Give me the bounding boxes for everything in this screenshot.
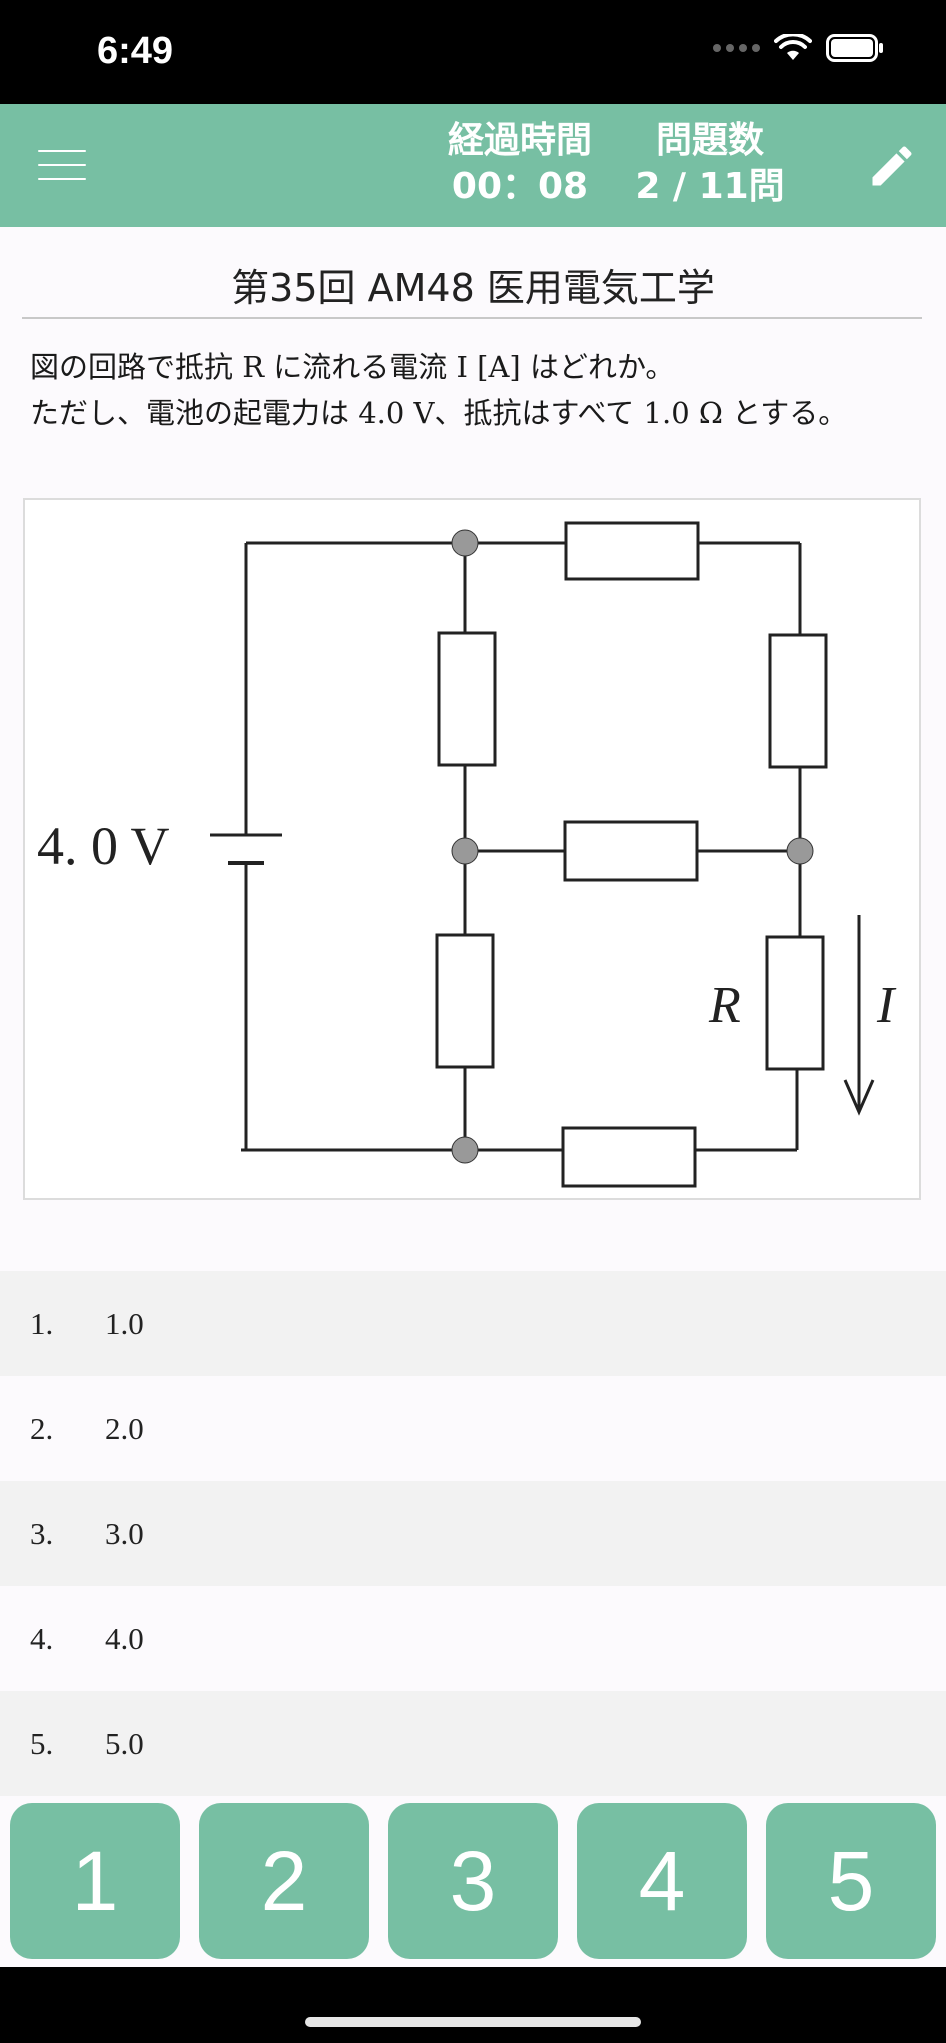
elapsed-time: 経過時間 00：08 bbox=[420, 118, 620, 210]
home-bar-area bbox=[0, 1967, 946, 2043]
choice-text: 1.0 bbox=[105, 1305, 144, 1341]
question-title: 第35回 AM48 医用電気工学 bbox=[231, 266, 715, 310]
circuit-diagram bbox=[210, 521, 875, 1188]
title-divider bbox=[22, 317, 922, 319]
elapsed-time-label: 経過時間 bbox=[447, 120, 592, 161]
status-time: 6:49 bbox=[97, 30, 174, 72]
wifi-icon bbox=[774, 34, 812, 60]
choice-text: 5.0 bbox=[105, 1725, 144, 1761]
battery-icon bbox=[826, 34, 883, 62]
cellular-signal-icon bbox=[713, 44, 760, 52]
question-line-2: ただし、電池の起電力は 4.0 V、抵抗はすべて 1.0 Ω とする。 bbox=[30, 396, 848, 430]
resistor-r-label: R bbox=[709, 977, 741, 1034]
answer-button-3[interactable]: 3 bbox=[388, 1803, 558, 1959]
choice-number: 3. bbox=[30, 1515, 54, 1551]
choice-text: 2.0 bbox=[105, 1410, 144, 1446]
choice-text: 4.0 bbox=[105, 1620, 144, 1656]
question-text: 図の回路で抵抗 R に流れる電流 I [A] はどれか。 ただし、電池の起電力は… bbox=[30, 344, 930, 436]
choice-text: 3.0 bbox=[105, 1515, 144, 1551]
menu-icon[interactable] bbox=[38, 144, 86, 186]
question-count-label: 問題数 bbox=[655, 120, 764, 161]
status-bar: 6:49 bbox=[0, 0, 946, 104]
app-header: 経過時間 00：08 問題数 2 / 11問 bbox=[0, 104, 946, 227]
battery-voltage-label: 4. 0 V bbox=[37, 816, 170, 876]
question-count-value: 2 / 11問 bbox=[635, 166, 785, 207]
pencil-icon[interactable] bbox=[866, 140, 918, 192]
question-count: 問題数 2 / 11問 bbox=[620, 118, 800, 210]
choice-number: 4. bbox=[30, 1620, 54, 1656]
answer-bar: 1 2 3 4 5 bbox=[0, 1797, 946, 1967]
choice-4[interactable]: 4. 4.0 bbox=[0, 1586, 946, 1691]
current-i-label: I bbox=[877, 977, 895, 1034]
choice-3[interactable]: 3. 3.0 bbox=[0, 1481, 946, 1586]
choice-list: 1. 1.0 2. 2.0 3. 3.0 4. 4.0 5. 5.0 bbox=[0, 1271, 946, 1796]
circuit-figure: 4. 0 V R I bbox=[23, 498, 921, 1200]
choice-number: 1. bbox=[30, 1305, 54, 1341]
choice-2[interactable]: 2. 2.0 bbox=[0, 1376, 946, 1481]
answer-button-1[interactable]: 1 bbox=[10, 1803, 180, 1959]
elapsed-time-value: 00：08 bbox=[451, 166, 589, 207]
choice-5[interactable]: 5. 5.0 bbox=[0, 1691, 946, 1796]
home-indicator[interactable] bbox=[305, 2017, 641, 2027]
answer-button-5[interactable]: 5 bbox=[766, 1803, 936, 1959]
answer-button-4[interactable]: 4 bbox=[577, 1803, 747, 1959]
question-content: 第35回 AM48 医用電気工学 図の回路で抵抗 R に流れる電流 I [A] … bbox=[0, 227, 946, 1797]
choice-number: 2. bbox=[30, 1410, 54, 1446]
choice-1[interactable]: 1. 1.0 bbox=[0, 1271, 946, 1376]
status-icons bbox=[713, 34, 884, 62]
answer-button-2[interactable]: 2 bbox=[199, 1803, 369, 1959]
choice-number: 5. bbox=[30, 1725, 54, 1761]
question-line-1: 図の回路で抵抗 R に流れる電流 I [A] はどれか。 bbox=[30, 350, 675, 384]
